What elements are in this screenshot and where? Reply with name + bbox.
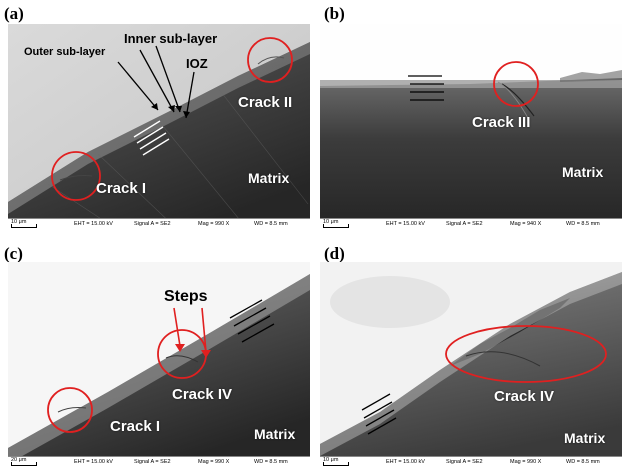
annotation-outer-sublayer: Outer sub-layer [24,46,106,58]
sem-image-c [8,262,310,468]
mag-value: Mag = 990 X [198,221,230,227]
sem-info-bar: 10 μm EHT = 15.00 kV Signal A = SE2 Mag … [320,218,622,230]
sem-info-bar: 10 μm EHT = 15.00 kV Signal A = SE2 Mag … [320,456,622,468]
matrix-label: Matrix [562,164,604,180]
sem-info-bar: 20 μm EHT = 15.00 kV Signal A = SE2 Mag … [8,456,310,468]
signal-value: Signal A = SE2 [446,459,483,465]
eht-value: EHT = 15.00 kV [74,459,113,465]
crack-label: Crack III [472,114,531,131]
scale-bar-label: 10 μm [323,219,339,225]
sem-info-bar: 10 μm EHT = 15.00 kV Signal A = SE2 Mag … [8,218,310,230]
wd-value: WD = 8.5 mm [566,459,600,465]
scale-bar-label: 10 μm [11,219,27,225]
sem-panel-b: Crack III Matrix 10 μm EHT = 15.00 kV Si… [320,24,622,230]
steps-label: Steps [164,288,208,305]
sem-image-d [320,262,622,468]
scale-bar-label: 20 μm [11,457,27,463]
scale-bar [323,224,349,228]
mag-value: Mag = 940 X [510,221,542,227]
sem-panel-c: Steps Crack IV Crack I Matrix 20 μm EHT … [8,262,310,468]
scale-bar [11,224,37,228]
eht-value: EHT = 15.00 kV [386,221,425,227]
crack-label: Crack II [238,94,293,111]
matrix-label: Matrix [248,170,290,186]
wd-value: WD = 8.5 mm [254,221,288,227]
eht-value: EHT = 15.00 kV [386,459,425,465]
panel-b-label: (b) [324,4,345,23]
crack-label: Crack I [96,180,147,197]
eht-value: EHT = 15.00 kV [74,221,113,227]
scale-bar-label: 10 μm [323,457,339,463]
signal-value: Signal A = SE2 [134,221,171,227]
sem-image-b [320,24,622,230]
wd-value: WD = 8.5 mm [566,221,600,227]
scale-bar [11,462,37,466]
signal-value: Signal A = SE2 [446,221,483,227]
wd-value: WD = 8.5 mm [254,459,288,465]
matrix-label: Matrix [564,430,606,446]
mag-value: Mag = 990 X [198,459,230,465]
crack-label: Crack IV [172,386,233,403]
matrix-label: Matrix [254,426,296,442]
annotation-inner-sublayer: Inner sub-layer [124,31,218,46]
crack-label: Crack IV [494,388,555,405]
scale-bar [323,462,349,466]
mag-value: Mag = 990 X [510,459,542,465]
panel-a-label: (a) [4,4,24,23]
sem-image-a [8,24,310,230]
annotation-ioz: IOZ [186,56,208,71]
signal-value: Signal A = SE2 [134,459,171,465]
panel-d-label: (d) [324,244,345,263]
panel-c-label: (c) [4,244,23,263]
crack-label: Crack I [110,418,161,435]
sem-panel-a: Outer sub-layer Inner sub-layer IOZ Crac… [8,24,310,230]
sem-panel-d: Crack IV Matrix 10 μm EHT = 15.00 kV Sig… [320,262,622,468]
